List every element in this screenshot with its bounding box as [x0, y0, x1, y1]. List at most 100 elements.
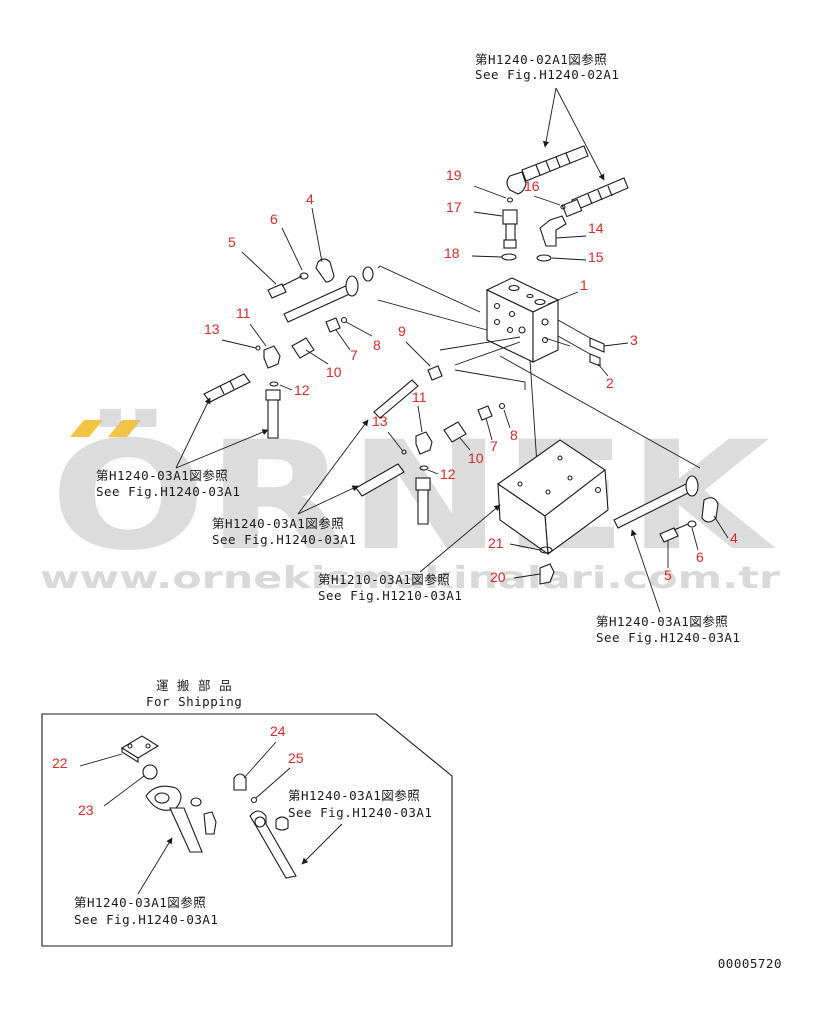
shipping-parts	[120, 735, 297, 879]
callout-7-upper: 7	[350, 347, 358, 363]
bolt-20	[539, 563, 555, 585]
callout-9: 9	[398, 323, 406, 339]
tee-11-middle	[415, 431, 433, 455]
callout-12-middle: 12	[440, 466, 456, 482]
ref-03a1-mid-jp: 第H1240-03A1図参照	[212, 516, 344, 531]
callout-1: 1	[580, 277, 588, 293]
hose-16	[506, 145, 589, 195]
drawing-code: 00005720	[718, 956, 782, 971]
ref-03a1-left-en: See Fig.H1240-03A1	[96, 484, 240, 499]
bolt-shipping	[203, 811, 217, 835]
nut-10-middle	[443, 421, 467, 443]
o-ring-12-upper	[269, 381, 279, 387]
o-ring-15	[536, 254, 552, 262]
callout-2: 2	[606, 375, 614, 391]
mounting-plate	[497, 439, 609, 556]
callout-13-upper: 13	[204, 321, 220, 337]
hose-13-middle	[373, 379, 419, 419]
plug-3	[589, 337, 605, 353]
hose-13-upper	[203, 373, 251, 403]
o-ring-16b	[560, 204, 566, 210]
callout-5-upper: 5	[228, 234, 236, 250]
watermark-accent-right	[108, 420, 141, 437]
callout-19: 19	[446, 167, 462, 183]
ref-03a1-left-jp: 第H1240-03A1図参照	[96, 468, 228, 483]
pipe-12-middle	[417, 487, 429, 525]
shipping-title-en: For Shipping	[146, 694, 242, 709]
ref-03a1-ship-right-en: See Fig.H1240-03A1	[288, 805, 432, 820]
o-ring-18	[501, 253, 517, 261]
fitting-7-middle	[477, 405, 493, 421]
callout-13-middle: 13	[372, 413, 388, 429]
ref-03a1-mid-en: See Fig.H1240-03A1	[212, 532, 356, 547]
callout-7-middle: 7	[490, 438, 498, 454]
callout-3: 3	[630, 332, 638, 348]
bolt-5-upper	[267, 272, 309, 299]
elbow-14	[539, 215, 567, 247]
o-ring-8-upper	[340, 316, 348, 324]
flange-assembly-upper	[283, 258, 374, 323]
hose-shipping	[249, 810, 297, 879]
ref-1210-en: See Fig.H1210-03A1	[318, 588, 462, 603]
ref-03a1-ship-left-en: See Fig.H1240-03A1	[74, 912, 218, 927]
valve-block-1	[485, 277, 560, 363]
callouts-shipping: 22 23 24 25	[52, 723, 304, 818]
watermark: ÖRNEK www.ornekismakinalari.com.tr	[40, 408, 780, 596]
callout-16: 16	[524, 178, 540, 194]
callout-15: 15	[588, 249, 604, 265]
callout-8-middle: 8	[510, 427, 518, 443]
ref-02a1-en: See Fig.H1240-02A1	[475, 67, 619, 82]
callout-23: 23	[78, 802, 94, 818]
watermark-url: www.ornekismakinalari.com.tr	[40, 561, 780, 596]
plug-24	[233, 773, 247, 791]
fitting-7-upper	[325, 317, 341, 333]
bolt-5-lower	[659, 527, 679, 543]
valve-17	[502, 209, 518, 249]
flange-shipping	[145, 785, 182, 811]
shipping-frame	[41, 713, 453, 947]
hose-middle-left	[355, 463, 405, 497]
watermark-accent-left	[70, 420, 103, 437]
flange-4-lower	[701, 497, 719, 523]
callout-4-upper: 4	[306, 191, 314, 207]
callout-4-lower: 4	[730, 530, 738, 546]
hose-right	[561, 177, 629, 218]
ref-1210-jp: 第H1210-03A1図参照	[318, 572, 450, 587]
o-ring-middle	[401, 449, 407, 455]
callout-21: 21	[488, 535, 504, 551]
callout-5-lower: 5	[664, 567, 672, 583]
callout-24: 24	[270, 723, 286, 739]
callout-10-upper: 10	[326, 364, 342, 380]
callout-8-upper: 8	[373, 337, 381, 353]
callout-17: 17	[446, 199, 462, 215]
ref-03a1-right-jp: 第H1240-03A1図参照	[596, 614, 728, 629]
o-ring-25	[250, 796, 258, 804]
callout-14: 14	[588, 220, 604, 236]
fitting-9	[427, 365, 443, 381]
callout-12-upper: 12	[294, 382, 310, 398]
o-ring-8-middle	[498, 402, 506, 410]
ref-03a1-ship-left-jp: 第H1240-03A1図参照	[74, 895, 206, 910]
callout-22: 22	[52, 755, 68, 771]
ref-03a1-ship-right-jp: 第H1240-03A1図参照	[288, 788, 420, 803]
callout-18: 18	[444, 245, 460, 261]
callout-10-middle: 10	[468, 450, 484, 466]
pipe-12-upper	[267, 393, 279, 439]
callout-6-lower: 6	[696, 549, 704, 565]
shipping-title-jp: 運 搬 部 品	[156, 678, 232, 693]
nut-10-upper	[291, 337, 315, 359]
washer-6-upper	[299, 272, 309, 280]
callout-6-upper: 6	[270, 211, 278, 227]
washer-6-lower	[687, 520, 697, 528]
o-ring-23	[142, 764, 158, 780]
callouts-main: 19 16 17 14 18 15 1 3 2 4 6 5 11 13 10 7…	[204, 167, 738, 585]
ref-02a1-jp: 第H1240-02A1図参照	[475, 52, 607, 67]
o-ring-19	[506, 197, 514, 203]
tee-11-upper	[263, 345, 281, 369]
o-ring-12-middle	[419, 465, 429, 471]
callout-11-upper: 11	[236, 305, 251, 321]
ref-03a1-right-en: See Fig.H1240-03A1	[596, 630, 740, 645]
callout-11-middle: 11	[412, 389, 427, 405]
watermark-brand: ÖRNEK	[50, 408, 776, 584]
